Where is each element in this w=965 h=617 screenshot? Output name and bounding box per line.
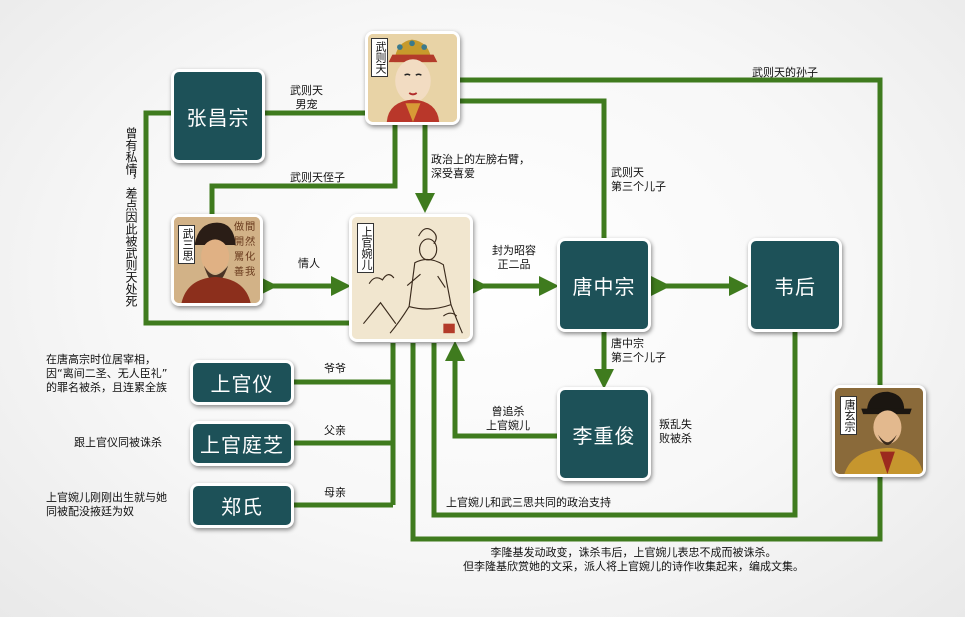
link-wuzetian-xuanzong xyxy=(460,77,883,385)
svg-text:善: 善 xyxy=(234,265,244,278)
label-wuzetian-zhongzong: 武则天第三个儿子 xyxy=(611,166,666,193)
note-shangguan-tingzhi: 跟上官仪同被诛杀 xyxy=(74,436,162,449)
portrait-tag-tang-xuanzong: 唐玄宗 xyxy=(840,396,857,435)
label-wuzetian-waner: 政治上的左膀右臂，深受喜爱 xyxy=(431,153,530,180)
label-sansi-waner: 情人 xyxy=(298,257,320,270)
label-yi-waner: 爷爷 xyxy=(324,362,346,375)
link-wuzetian-zhongzong xyxy=(460,98,607,238)
portrait-tag-wu-zetian: 武则天 xyxy=(371,38,388,77)
portrait-wu-sansi[interactable]: 做間 開然 罵化 善我 武三思 xyxy=(171,214,263,306)
link-chongjun-waner xyxy=(445,340,560,439)
label-zheng-waner: 母亲 xyxy=(324,486,346,499)
node-zheng-shi[interactable]: 郑氏 xyxy=(190,483,294,528)
label-weihou-support: 上官婉儿和武三思共同的政治支持 xyxy=(446,496,611,509)
note-shangguan-yi: 在唐高宗时位居宰相，因“离间二圣、无人臣礼”的罪名被杀，且连累全族 xyxy=(46,353,168,394)
portrait-wu-zetian[interactable]: 武则天 xyxy=(365,31,460,125)
label-zhongzong-chongjun: 唐中宗第三个儿子 xyxy=(611,337,666,364)
wu-zetian-portrait-image xyxy=(368,34,457,122)
label-wuzetian-xuanzong: 武则天的孙子 xyxy=(752,66,818,79)
label-zhang-waner: 曾有私情，差点因此被武则天处死 xyxy=(124,127,138,307)
note-zheng-shi: 上官婉儿刚刚出生就与她同被配没掖廷为奴 xyxy=(46,491,167,518)
svg-text:我: 我 xyxy=(245,266,255,278)
node-shangguan-tingzhi[interactable]: 上官庭芝 xyxy=(190,421,294,466)
svg-text:間: 間 xyxy=(245,221,255,233)
link-xuanzong-waner xyxy=(410,343,883,542)
svg-text:罵: 罵 xyxy=(234,251,244,263)
label-wuzetian-zhang: 武则天男宠 xyxy=(290,84,323,111)
svg-text:化: 化 xyxy=(245,250,255,263)
svg-text:做: 做 xyxy=(234,220,244,233)
portrait-tag-shangguan-waner: 上官婉儿 xyxy=(357,223,374,273)
node-li-chongjun[interactable]: 李重俊 xyxy=(557,387,651,481)
node-tang-zhongzong[interactable]: 唐中宗 xyxy=(557,238,651,332)
svg-text:然: 然 xyxy=(245,235,255,248)
label-chongjun-waner: 曾追杀上官婉儿 xyxy=(486,405,530,432)
label-chongjun-fate: 叛乱失败被杀 xyxy=(659,418,692,445)
wu-sansi-portrait-image: 做間 開然 罵化 善我 xyxy=(174,217,260,303)
svg-text:開: 開 xyxy=(234,236,244,248)
link-zhang-waner xyxy=(143,110,350,326)
portrait-shangguan-waner[interactable]: 上官婉儿 xyxy=(349,214,473,342)
node-wei-hou[interactable]: 韦后 xyxy=(748,238,842,332)
label-tingzhi-waner: 父亲 xyxy=(324,424,346,437)
portrait-tag-wu-sansi: 武三思 xyxy=(178,225,195,264)
link-wuzetian-sansi xyxy=(209,124,398,216)
link-weihou-support xyxy=(431,332,798,518)
portrait-tang-xuanzong[interactable]: 唐玄宗 xyxy=(832,385,926,477)
node-shangguan-yi[interactable]: 上官仪 xyxy=(190,360,294,405)
node-zhang-changzong[interactable]: 张昌宗 xyxy=(171,69,265,163)
label-xuanzong-waner: 李隆基发动政变，诛杀韦后，上官婉儿表忠不成而被诛杀。但李隆基欣赏她的文采，派人将… xyxy=(463,546,804,573)
label-waner-zhongzong: 封为昭容正二品 xyxy=(492,244,536,271)
label-wuzetian-sansi: 武则天侄子 xyxy=(290,171,345,184)
